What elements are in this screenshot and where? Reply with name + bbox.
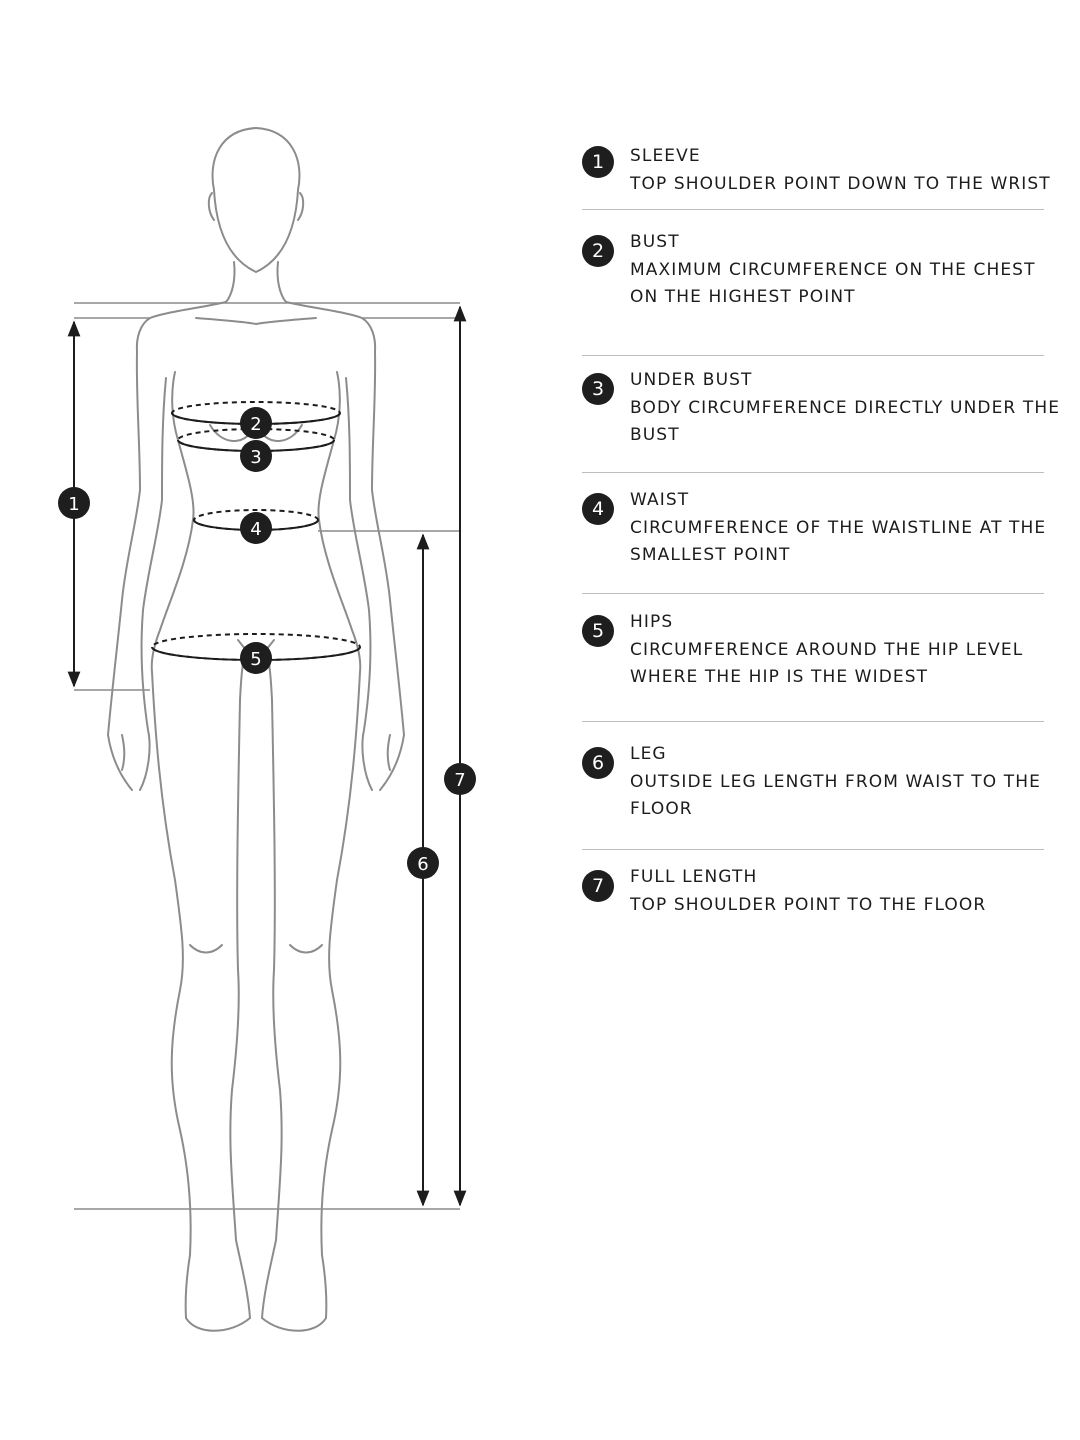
legend-badge: 5 (582, 615, 614, 647)
legend-title: FULL LENGTH (630, 867, 758, 887)
marker-5-label: 5 (250, 649, 261, 670)
legend-badge: 3 (582, 373, 614, 405)
legend-title: SLEEVE (630, 146, 701, 166)
guide-lines (74, 302, 460, 1210)
legend-title: LEG (630, 744, 667, 764)
legend-description: SMALLEST POINT (630, 545, 791, 565)
legend-item-waist: 4 WAIST CIRCUMFERENCE OF THE WAISTLINE A… (582, 473, 1047, 594)
marker-6-label: 6 (417, 854, 428, 875)
legend-badge: 1 (582, 146, 614, 178)
marker-7: 7 (444, 763, 476, 795)
marker-4: 4 (240, 512, 272, 544)
legend-badge: 2 (582, 235, 614, 267)
legend-description: OUTSIDE LEG LENGTH FROM WAIST TO THE (630, 771, 1041, 792)
legend-badge: 4 (582, 493, 614, 525)
marker-2-label: 2 (250, 414, 261, 435)
legend-badge: 6 (582, 747, 614, 779)
legend-item-full-length: 7 FULL LENGTH TOP SHOULDER POINT TO THE … (582, 850, 1044, 934)
legend-item-hips: 5 HIPS CIRCUMFERENCE AROUND THE HIP LEVE… (582, 594, 1044, 722)
marker-1: 1 (58, 487, 90, 519)
marker-7-label: 7 (454, 770, 465, 791)
legend-description: BODY CIRCUMFERENCE DIRECTLY UNDER THE (630, 397, 1061, 418)
marker-3: 3 (240, 440, 272, 472)
legend-title: BUST (630, 232, 680, 252)
marker-5: 5 (240, 642, 272, 674)
legend-description: WHERE THE HIP IS THE WIDEST (630, 667, 929, 687)
marker-6: 6 (407, 847, 439, 879)
legend-title: WAIST (630, 490, 690, 510)
legend-item-sleeve: 1 SLEEVE TOP SHOULDER POINT DOWN TO THE … (582, 140, 1051, 210)
legend-description: BUST (630, 425, 680, 445)
legend-description: FLOOR (630, 799, 693, 819)
legend-item-leg: 6 LEG OUTSIDE LEG LENGTH FROM WAIST TO T… (582, 722, 1044, 850)
legend-description: TOP SHOULDER POINT DOWN TO THE WRIST (630, 173, 1051, 194)
legend-description: CIRCUMFERENCE AROUND THE HIP LEVEL (630, 639, 1024, 660)
marker-3-label: 3 (250, 447, 261, 468)
legend-title: HIPS (630, 612, 674, 632)
legend-description: ON THE HIGHEST POINT (630, 287, 856, 307)
legend-badge: 7 (582, 870, 614, 902)
marker-4-label: 4 (250, 519, 261, 540)
legend-description: MAXIMUM CIRCUMFERENCE ON THE CHEST (630, 259, 1036, 280)
body-outline (107, 127, 405, 1332)
marker-2: 2 (240, 407, 272, 439)
legend-description: CIRCUMFERENCE OF THE WAISTLINE AT THE (630, 517, 1047, 538)
legend-item-under-bust: 3 UNDER BUST BODY CIRCUMFERENCE DIRECTLY… (582, 356, 1061, 473)
measurement-legend: 1 SLEEVE TOP SHOULDER POINT DOWN TO THE … (582, 140, 1061, 934)
legend-title: UNDER BUST (630, 370, 753, 390)
legend-description: TOP SHOULDER POINT TO THE FLOOR (630, 894, 987, 915)
measurement-arrows (67, 305, 467, 1207)
legend-item-bust: 2 BUST MAXIMUM CIRCUMFERENCE ON THE CHES… (582, 210, 1044, 356)
marker-1-label: 1 (68, 494, 79, 515)
